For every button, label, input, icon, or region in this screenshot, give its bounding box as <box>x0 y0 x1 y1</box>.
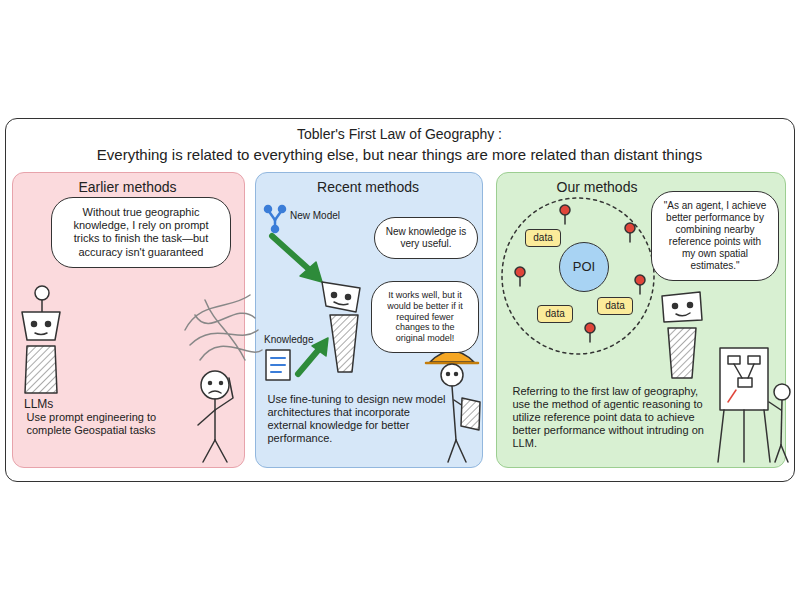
speech-bubble: "As an agent, I achieve better performan… <box>651 191 779 281</box>
node-text: Without true geographic knowledge, I rel… <box>62 206 220 259</box>
data-box: data <box>537 305 573 323</box>
knowledge-document <box>266 350 290 380</box>
reference-pins <box>515 205 645 342</box>
node-text: data <box>545 308 564 320</box>
poi-circle: POI <box>559 242 609 292</box>
llm-robot <box>22 286 60 393</box>
node-text: Use prompt engineering to complete Geosp… <box>27 411 192 437</box>
confused-person <box>198 371 233 462</box>
panel-heading: Our methods <box>557 179 667 196</box>
neighbourhood-outline <box>502 198 654 354</box>
data-box: data <box>525 229 561 247</box>
node-text: It works well, but it would be better if… <box>382 290 468 344</box>
speech-bubble: New knowledge is very useful. <box>374 217 478 259</box>
presenter-figure <box>769 384 790 462</box>
method-panel: Our methodsReferring to the first law of… <box>496 172 786 468</box>
node-text: Referring to the first law of geography,… <box>513 385 713 451</box>
panel-heading: Recent methods <box>256 179 481 196</box>
method-panel: Recent methodsUse fine-tuning to design … <box>255 172 483 468</box>
green-arrow <box>272 236 328 374</box>
node-text: POI <box>573 259 595 275</box>
panel-heading: Tobler's First Law of Geography : <box>6 126 793 143</box>
node-text: New knowledge is very useful. <box>385 226 467 250</box>
node-text: data <box>533 232 552 244</box>
data-box: data <box>597 297 633 315</box>
panel-heading: Earlier methods <box>13 179 243 196</box>
new-model-icon <box>265 206 285 232</box>
node-text: Everything is related to everything else… <box>6 146 793 164</box>
outer-frame: Tobler's First Law of Geography : Everyth… <box>5 118 795 482</box>
agent-robot <box>662 292 702 378</box>
confusion-scribble <box>185 295 262 360</box>
icon-label: Knowledge <box>264 334 313 345</box>
easel <box>718 348 770 462</box>
icon-label: LLMs <box>24 397 53 411</box>
method-panel: Earlier methodsUse prompt engineering to… <box>12 172 245 468</box>
model-robot <box>322 282 360 372</box>
node-text: data <box>605 300 624 312</box>
engineer-figure <box>426 351 480 462</box>
node-text: Use fine-tuning to design new model arch… <box>268 393 446 446</box>
speech-bubble: It works well, but it would be better if… <box>371 281 479 353</box>
icon-label: New Model <box>290 210 340 221</box>
speech-bubble: Without true geographic knowledge, I rel… <box>51 197 231 268</box>
node-text: "As an agent, I achieve better performan… <box>662 200 768 272</box>
